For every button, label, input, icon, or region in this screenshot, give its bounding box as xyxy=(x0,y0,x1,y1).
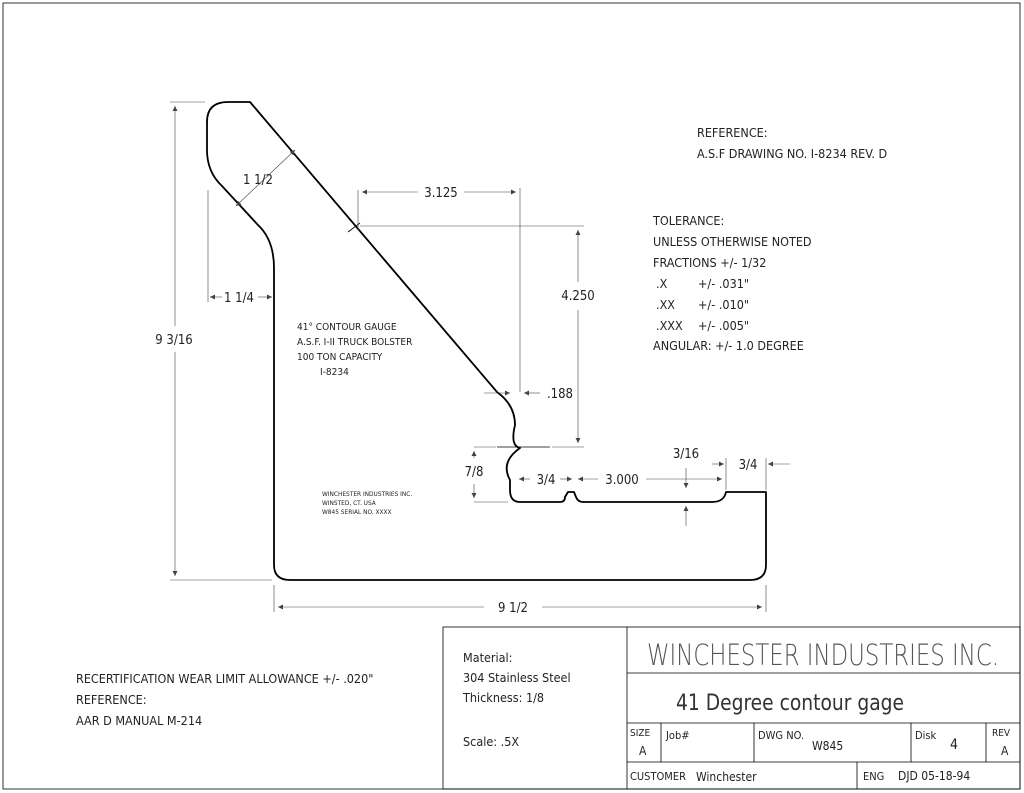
material-value: 304 Stainless Steel xyxy=(463,670,571,685)
title-block: Material: 304 Stainless Steel Thickness:… xyxy=(442,626,1021,790)
part-label: 41° CONTOUR GAUGE A.S.F. I-II TRUCK BOLS… xyxy=(297,322,412,378)
eng-label: ENG xyxy=(863,770,884,783)
maker-label: WINCHESTER INDUSTRIES INC. WINSTED, CT. … xyxy=(322,490,412,516)
tolerance-block: TOLERANCE: UNLESS OTHERWISE NOTED FRACTI… xyxy=(652,213,812,353)
horizontal-offset-dim: 3.125 xyxy=(424,186,457,201)
job-label: Job# xyxy=(665,729,690,742)
svg-text:W845 SERIAL NO. XXXX: W845 SERIAL NO. XXXX xyxy=(322,508,392,516)
svg-text:A.S.F DRAWING NO. I-8234 REV.: A.S.F DRAWING NO. I-8234 REV. D xyxy=(697,146,887,161)
company-name: WINCHESTER INDUSTRIES INC. xyxy=(647,638,999,672)
reference-block: REFERENCE: A.S.F DRAWING NO. I-8234 REV.… xyxy=(697,125,887,161)
scale-value: Scale: .5X xyxy=(463,734,519,749)
lip-dim: .188 xyxy=(547,387,573,402)
rev-value: A xyxy=(1001,744,1009,758)
left-step-dim: 1 1/4 xyxy=(224,291,254,306)
rev-label: REV xyxy=(992,728,1011,739)
groove-dim: 3/16 xyxy=(673,447,699,462)
svg-text:WINSTED, CT. USA: WINSTED, CT. USA xyxy=(322,499,376,507)
dim-line xyxy=(235,149,296,207)
svg-text:+/- .005": +/- .005" xyxy=(698,318,749,333)
customer-value: Winchester xyxy=(696,770,757,784)
size-value: A xyxy=(639,744,647,758)
notes-block: RECERTIFICATION WEAR LIMIT ALLOWANCE +/-… xyxy=(76,671,373,728)
svg-text:TOLERANCE:: TOLERANCE: xyxy=(652,213,724,228)
svg-text:I-8234: I-8234 xyxy=(320,367,349,378)
dwg-label: DWG NO. xyxy=(758,729,804,742)
svg-text:.X: .X xyxy=(656,276,668,291)
svg-text:REFERENCE:: REFERENCE: xyxy=(697,125,768,140)
vertical-offset-dim: 4.250 xyxy=(561,289,594,304)
svg-text:ANGULAR: +/- 1.0 DEGREE: ANGULAR: +/- 1.0 DEGREE xyxy=(653,338,804,353)
svg-text:UNLESS OTHERWISE NOTED: UNLESS OTHERWISE NOTED xyxy=(653,234,812,249)
overall-width-dim: 9 1/2 xyxy=(498,601,528,616)
svg-text:AAR D MANUAL M-214: AAR D MANUAL M-214 xyxy=(76,713,202,728)
svg-text:WINCHESTER INDUSTRIES INC.: WINCHESTER INDUSTRIES INC. xyxy=(322,490,412,498)
notch-height-dim: 7/8 xyxy=(465,465,484,480)
svg-text:100 TON CAPACITY: 100 TON CAPACITY xyxy=(297,352,383,363)
customer-label: CUSTOMER xyxy=(630,770,686,783)
svg-text:+/- .010": +/- .010" xyxy=(698,297,749,312)
drawing-title: 41 Degree contour gage xyxy=(676,691,904,716)
disk-label: Disk xyxy=(915,729,937,742)
disk-value: 4 xyxy=(950,737,958,753)
svg-text:.XX: .XX xyxy=(656,297,675,312)
gauge-outline xyxy=(206,101,767,581)
svg-text:A.S.F. I-II TRUCK BOLSTER: A.S.F. I-II TRUCK BOLSTER xyxy=(297,337,412,348)
svg-text:41° CONTOUR GAUGE: 41° CONTOUR GAUGE xyxy=(297,322,397,333)
svg-text:+/- .031": +/- .031" xyxy=(698,276,749,291)
overall-height-dim: 9 3/16 xyxy=(155,333,192,348)
dwg-value: W845 xyxy=(812,739,843,753)
flat-dim: 3.000 xyxy=(605,473,638,488)
right-edge-dim: 3/4 xyxy=(739,458,758,473)
notch-width-dim: 3/4 xyxy=(537,473,556,488)
thickness-value: Thickness: 1/8 xyxy=(462,690,544,705)
svg-text:REFERENCE:: REFERENCE: xyxy=(76,692,147,707)
material-label: Material: xyxy=(463,650,512,665)
svg-text:FRACTIONS +/- 1/32: FRACTIONS +/- 1/32 xyxy=(653,255,766,270)
top-radius-dim: 1 1/2 xyxy=(243,173,273,188)
svg-text:.XXX: .XXX xyxy=(656,318,683,333)
eng-value: DJD 05-18-94 xyxy=(898,769,970,783)
svg-text:RECERTIFICATION WEAR LIMIT ALL: RECERTIFICATION WEAR LIMIT ALLOWANCE +/-… xyxy=(76,671,373,686)
size-label: SIZE xyxy=(630,728,651,739)
